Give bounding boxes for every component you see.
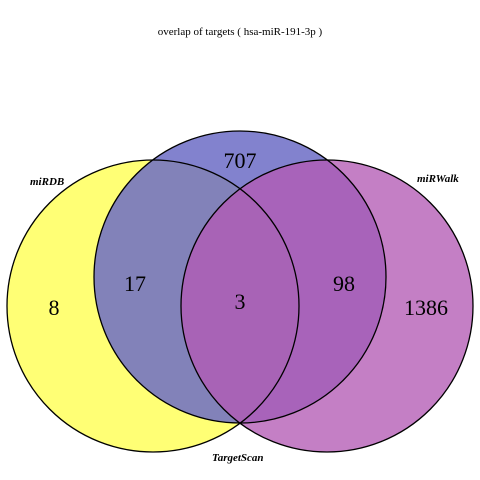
count-targetscan-mirwalk: 98	[333, 271, 355, 296]
mirdb-label: miRDB	[30, 176, 64, 188]
diagram-title: overlap of targets ( hsa-miR-191-3p )	[158, 26, 323, 38]
mirwalk-label: miRWalk	[417, 173, 459, 185]
count-mirdb-only: 8	[49, 295, 60, 320]
mirwalk-outline	[180, 159, 474, 453]
targetscan-label: TargetScan	[212, 452, 264, 464]
count-targetscan-only: 707	[224, 148, 257, 173]
count-all-three: 3	[235, 289, 246, 314]
count-mirdb-targetscan: 17	[124, 271, 146, 296]
count-mirwalk-only: 1386	[404, 295, 448, 320]
mirwalk-circle	[181, 160, 473, 452]
